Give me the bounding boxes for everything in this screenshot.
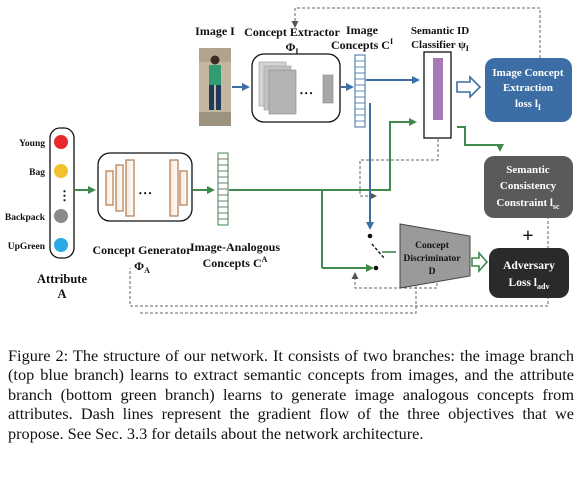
plus-sign: + bbox=[522, 225, 533, 247]
adversary-loss-box: Adversary Loss ladv bbox=[489, 248, 569, 298]
svg-text:loss lI: loss lI bbox=[515, 98, 541, 112]
svg-text:Constraint lsc: Constraint lsc bbox=[496, 197, 560, 211]
attribute-branch-lines bbox=[229, 118, 504, 272]
svg-text:D: D bbox=[429, 267, 436, 277]
svg-text:Consistency: Consistency bbox=[500, 180, 557, 192]
svg-text:Loss ladv: Loss ladv bbox=[509, 277, 550, 291]
concept-extractor-title: Concept Extractor bbox=[244, 25, 340, 39]
svg-text:Adversary: Adversary bbox=[503, 260, 555, 272]
classifier-label-2: Classifier ψI bbox=[411, 39, 469, 53]
svg-text:Semantic: Semantic bbox=[506, 164, 550, 176]
attribute-label-bag: Bag bbox=[29, 168, 45, 178]
concept-generator: • • • Concept Generator ΦA bbox=[93, 152, 193, 275]
attribute-dot-young bbox=[54, 135, 68, 149]
person-shirt bbox=[209, 65, 221, 85]
analogous-label-1: Image-Analogous bbox=[190, 240, 280, 254]
attribute-label-backpack: Backpack bbox=[5, 213, 46, 223]
input-switch bbox=[367, 233, 396, 271]
concept-extractor-symbol: ΦI bbox=[285, 40, 298, 56]
semantic-id-classifier: Semantic ID Classifier ψI bbox=[411, 25, 469, 139]
classifier-to-loss-arrow bbox=[456, 75, 482, 99]
image-label: Image I bbox=[195, 24, 235, 38]
svg-text:Image Concept: Image Concept bbox=[492, 67, 564, 79]
image-concepts-label-2: Concepts CI bbox=[331, 37, 393, 52]
attribute-panel: ⋮ Young Bag Backpack UpGreen Attribute A bbox=[5, 127, 87, 301]
attribute-dot-upgreen bbox=[54, 238, 68, 252]
person-head-icon bbox=[210, 55, 220, 65]
image-concepts-label-1: Image bbox=[346, 23, 379, 37]
concept-generator-title: Concept Generator bbox=[93, 243, 193, 257]
discriminator-to-loss-arrow bbox=[471, 250, 489, 274]
classifier-label-1: Semantic ID bbox=[411, 25, 469, 37]
concept-discriminator: Concept Discriminator D bbox=[399, 223, 471, 289]
input-image: Image I bbox=[195, 24, 235, 126]
attribute-dots: ⋮ bbox=[58, 188, 71, 203]
classifier-bar bbox=[433, 58, 443, 120]
semantic-consistency-constraint-box: Semantic Consistency Constraint lsc bbox=[484, 156, 573, 218]
figure-caption: Figure 2: The structure of our network. … bbox=[8, 346, 574, 443]
attribute-title: Attribute bbox=[37, 272, 87, 286]
image-concepts-vector: Image Concepts CI bbox=[331, 23, 393, 128]
concept-generator-symbol: ΦA bbox=[134, 259, 150, 275]
svg-text:Discriminator: Discriminator bbox=[404, 254, 462, 264]
attribute-symbol: A bbox=[57, 287, 66, 301]
network-diagram: ⋮ Young Bag Backpack UpGreen Attribute A… bbox=[5, 7, 573, 314]
attribute-dot-backpack bbox=[54, 209, 68, 223]
concept-extractor: Concept Extractor ΦI • • • bbox=[244, 25, 341, 123]
generator-ellipsis: • • • bbox=[139, 189, 152, 198]
extractor-ellipsis: • • • bbox=[300, 89, 313, 98]
attribute-label-upgreen: UpGreen bbox=[8, 242, 46, 252]
attribute-dot-bag bbox=[54, 164, 68, 178]
svg-text:Concept: Concept bbox=[415, 241, 450, 251]
image-concept-extraction-loss-box: Image Concept Extraction loss lI bbox=[485, 58, 572, 122]
attribute-label-young: Young bbox=[19, 139, 45, 149]
analogous-label-2: Concepts CA bbox=[203, 255, 268, 270]
svg-text:Extraction: Extraction bbox=[503, 82, 553, 94]
image-analogous-concepts-vector: Image-Analogous Concepts CA bbox=[190, 152, 280, 270]
